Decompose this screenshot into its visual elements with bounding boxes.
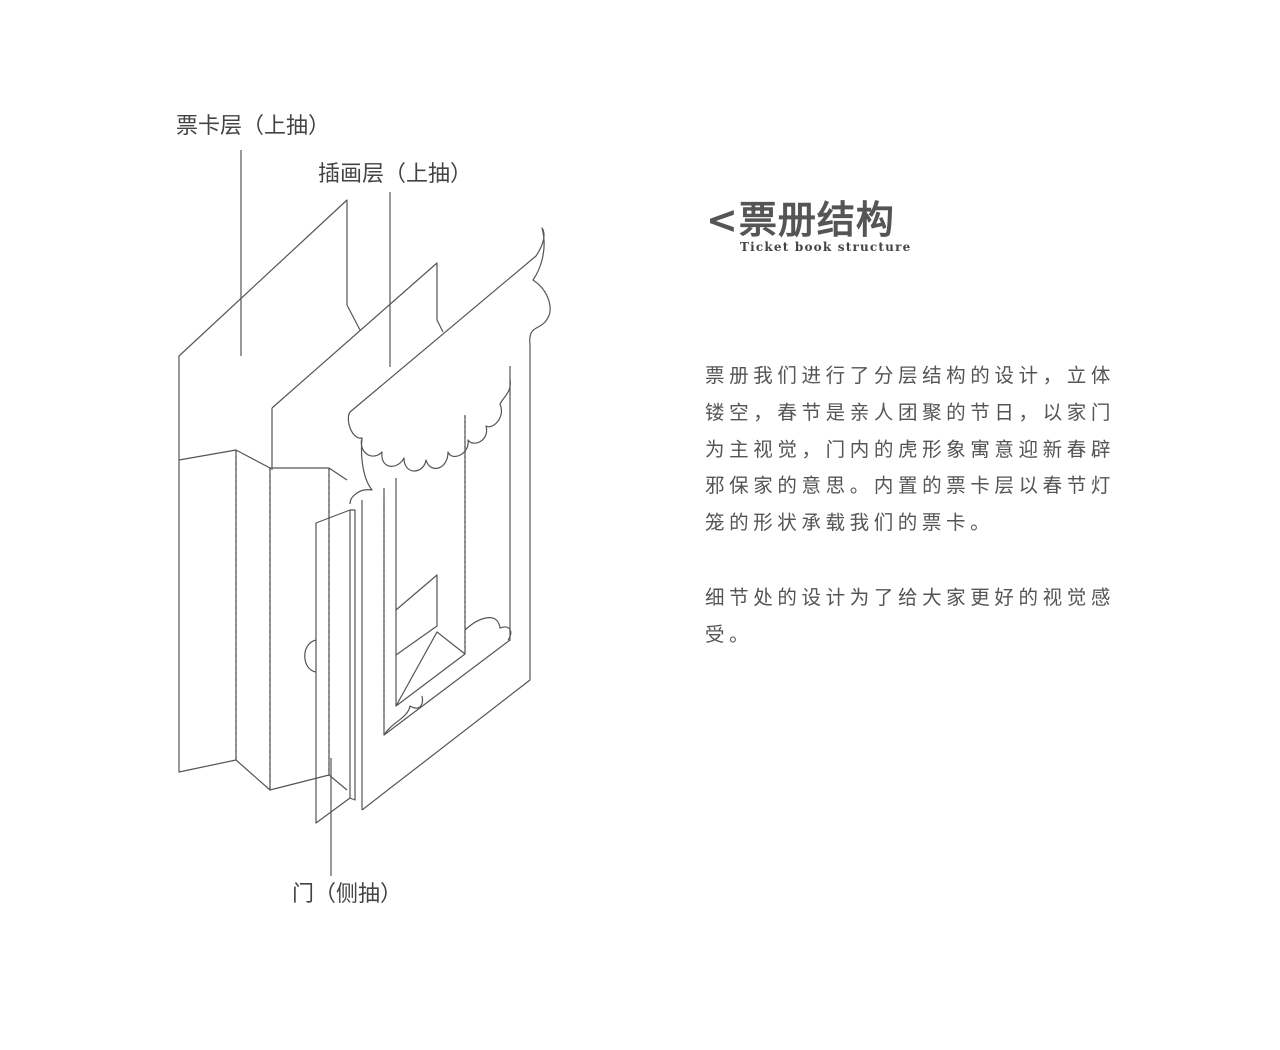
gate-frame-outline: [349, 227, 551, 811]
door-panel: [304, 509, 356, 824]
gate-bottom-cloud: [383, 695, 424, 736]
gate-inner-window: [383, 380, 512, 736]
gate-cloud-eave: [347, 366, 511, 505]
section-title: <票册结构: [706, 198, 895, 242]
ticket-layer-back-panel: [178, 199, 361, 460]
description-paragraph-2: 细节处的设计为了给大家更好的视觉感受。: [705, 586, 1115, 646]
label-door: 门（侧抽）: [292, 882, 403, 907]
gate-inner-dotted-edge: [383, 416, 466, 720]
ticket-layer-folded-base: [178, 449, 348, 791]
label-ticket-layer: 票卡层（上抽）: [176, 114, 331, 139]
heading-block: <票册结构 Ticket book structure: [706, 196, 910, 254]
section-subtitle: Ticket book structure: [740, 240, 912, 254]
label-illustration-layer: 插画层（上抽）: [318, 162, 473, 187]
description-paragraph-1: 票册我们进行了分层结构的设计，立体镂空，春节是亲人团聚的节日，以家门为主视觉，门…: [705, 364, 1115, 535]
illustration-layer-panel: [271, 262, 444, 470]
